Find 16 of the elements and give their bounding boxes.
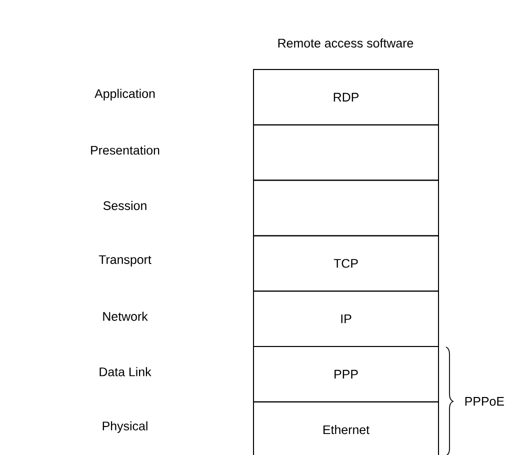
layer-box: IP bbox=[253, 290, 439, 347]
layer-name: Application bbox=[94, 88, 155, 100]
protocol-label: PPPoE bbox=[465, 397, 504, 406]
layer-box: TCP bbox=[253, 235, 439, 292]
layer-name: Transport bbox=[98, 255, 152, 266]
empty-layer-box bbox=[253, 124, 439, 181]
layer-name: Data Link bbox=[100, 367, 152, 376]
layer-name: Session bbox=[103, 200, 146, 210]
layer-name: Network bbox=[103, 312, 148, 321]
empty-layer-box bbox=[253, 180, 439, 236]
layer-box: PPP bbox=[253, 346, 439, 402]
layer-box: Ethernet bbox=[253, 401, 439, 455]
title: Remote access software bbox=[278, 38, 414, 48]
layer-box: RDP bbox=[253, 69, 439, 126]
layer-name: Presentation bbox=[91, 146, 160, 155]
layer-name: Physical bbox=[102, 421, 148, 433]
